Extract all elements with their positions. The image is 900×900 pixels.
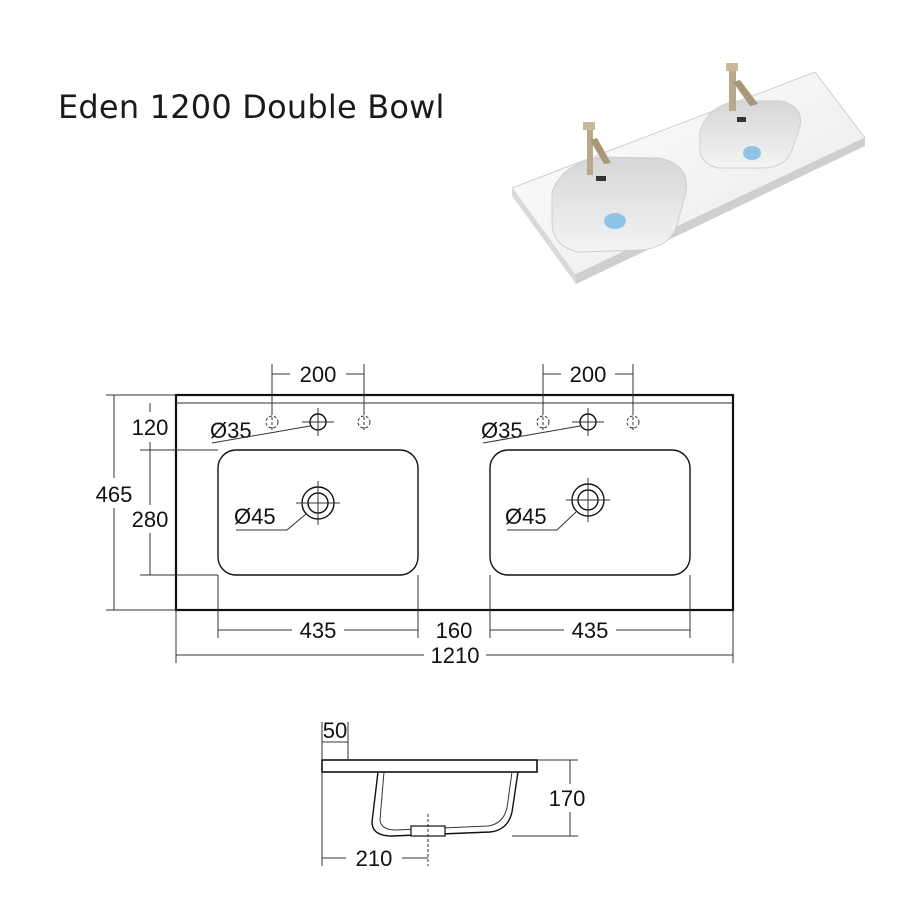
bowl-right [489, 449, 691, 576]
dim-tap-spacing-left: 200 [300, 362, 337, 387]
section-rim [321, 759, 538, 773]
section-view: 50 170 210 [321, 718, 586, 871]
drain-right-icon [743, 146, 761, 160]
optional-tap-hole-icon [357, 415, 371, 429]
waste-hole-left-icon [296, 481, 340, 525]
drain-left-icon [604, 213, 626, 229]
optional-tap-hole-icon [265, 415, 279, 429]
page-title: Eden 1200 Double Bowl [58, 88, 445, 126]
dim-rim-thickness: 50 [323, 718, 347, 743]
bowl-left [217, 449, 419, 576]
dim-section-height: 170 [549, 786, 586, 811]
basin-outline [174, 393, 735, 612]
dim-bowl-gap: 160 [436, 618, 473, 643]
tap-right-icon [726, 63, 758, 122]
dim-tap-spacing-right: 200 [570, 362, 607, 387]
product-render [511, 63, 866, 284]
dim-bowl-depth: 280 [132, 507, 169, 532]
label-waste-right: Ø45 [505, 504, 547, 529]
plan-view: 200 200 Ø35 Ø35 Ø45 Ø45 465 120 280 435 … [96, 362, 735, 668]
dim-bowl-width-left: 435 [300, 618, 337, 643]
tap-left-icon [583, 122, 611, 181]
label-waste-left: Ø45 [234, 504, 276, 529]
dim-bowl-width-right: 435 [572, 618, 609, 643]
optional-tap-hole-icon [536, 415, 550, 429]
label-tap-hole-right: Ø35 [481, 418, 523, 443]
waste-hole-right-icon [566, 478, 610, 522]
label-tap-hole-left: Ø35 [210, 418, 252, 443]
dim-total-width: 1210 [431, 643, 480, 668]
optional-tap-hole-icon [626, 415, 640, 429]
dim-waste-offset: 210 [356, 846, 393, 871]
dim-total-depth: 465 [96, 482, 133, 507]
dim-top-offset: 120 [132, 415, 169, 440]
